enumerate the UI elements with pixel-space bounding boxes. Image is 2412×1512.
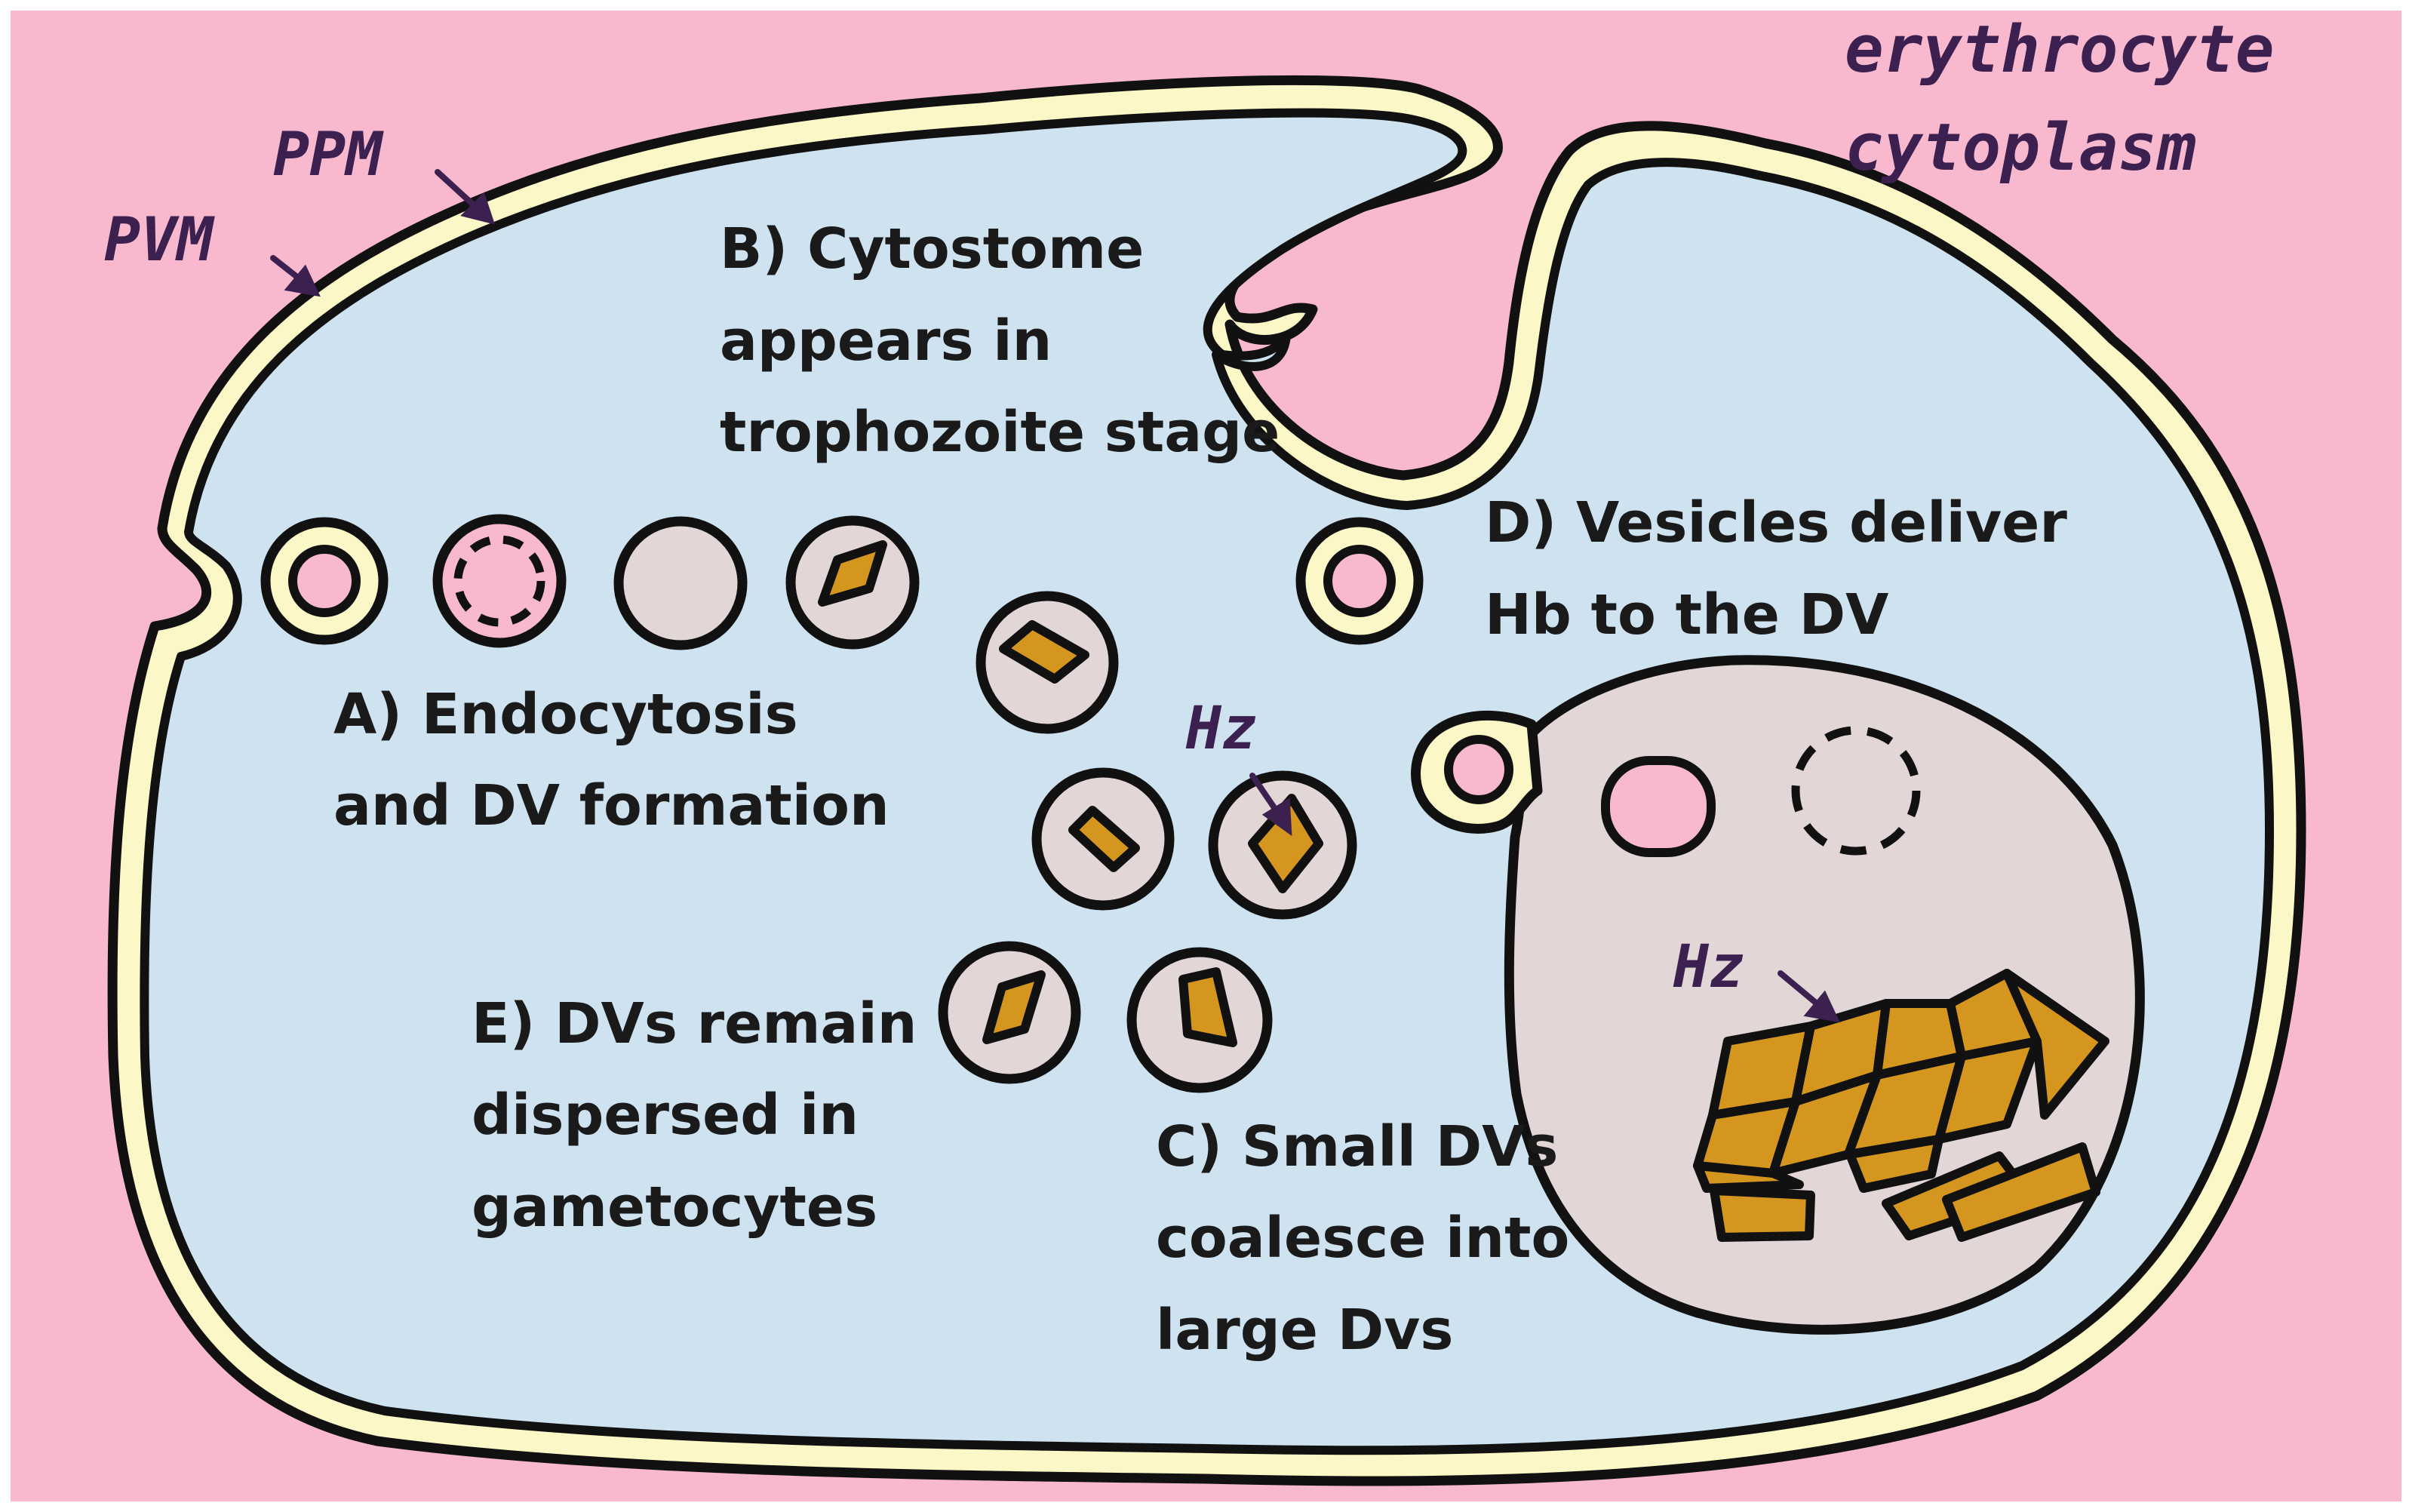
hz-label-large: Hz <box>1673 933 1744 1001</box>
step-a-line1: A) Endocytosis <box>333 682 798 747</box>
hz-large-arrowhead <box>1803 990 1840 1023</box>
erythrocyte-label-line1: erythrocyte <box>1845 12 2275 88</box>
step-b-line2: appears in <box>720 309 1052 373</box>
ppm-label: PPM <box>273 119 384 189</box>
hemozoin-crystal <box>999 620 1089 684</box>
step-d-line2: Hb to the DV <box>1485 582 1888 647</box>
hz-large-arrow <box>1778 970 1820 1006</box>
transport-vesicle-lumen <box>1323 545 1396 617</box>
pvm-arrow <box>270 255 301 281</box>
fusing-vesicle-lumen <box>1444 735 1513 804</box>
endocytic-vesicle-lumen <box>288 545 361 617</box>
erythrocyte-label-line2: cytoplasm <box>1845 110 2196 186</box>
step-c-line3: large Dvs <box>1156 1298 1453 1363</box>
endocytosis-sequence <box>260 514 920 650</box>
hemozoin-crystal <box>1068 806 1140 872</box>
pointer-arrows <box>270 169 1840 1023</box>
small-digestive-vacuole <box>613 516 748 650</box>
hemozoin-aggregate <box>1693 969 2109 1242</box>
step-e-line1: E) DVs remain <box>472 991 917 1056</box>
step-a-line2: and DV formation <box>333 773 890 838</box>
step-c-line1: C) Small DVs <box>1156 1114 1558 1179</box>
hz-label-small: Hz <box>1185 695 1257 763</box>
degrading-inner-membrane <box>453 535 545 627</box>
step-d-line1: D) Vesicles deliver <box>1485 490 2067 555</box>
pvm-arrowhead <box>284 264 321 297</box>
annotation-labels: erythrocyte cytoplasm PPM PVM Hz Hz B) C… <box>104 12 2275 1363</box>
step-e-line2: dispersed in <box>472 1083 859 1148</box>
step-e-line3: gametocytes <box>472 1175 877 1240</box>
early-vesicle <box>432 514 567 648</box>
degrading-vesicle-inside-dv <box>1791 726 1921 856</box>
hb-delivery-vesicle <box>1295 517 1424 645</box>
hz-small-arrow <box>1249 773 1280 814</box>
coalescing-vacuoles <box>976 591 1357 920</box>
step-c-line2: coalesce into <box>1156 1206 1569 1271</box>
step-b-line3: trophozoite stage <box>720 400 1280 465</box>
step-b-line1: B) Cytostome <box>720 217 1144 281</box>
dispersed-vacuoles <box>938 941 1273 1093</box>
hz-small-arrowhead <box>1261 797 1292 837</box>
hb-vesicle-inside-dv <box>1601 756 1716 857</box>
hemozoin-crystal <box>1178 967 1237 1047</box>
ppm-arrow <box>435 169 477 208</box>
hemozoin-crystal <box>982 970 1046 1044</box>
pvm-label: PVM <box>104 204 215 275</box>
hemozoin-crystal <box>818 540 887 607</box>
ppm-arrowhead <box>460 192 496 225</box>
